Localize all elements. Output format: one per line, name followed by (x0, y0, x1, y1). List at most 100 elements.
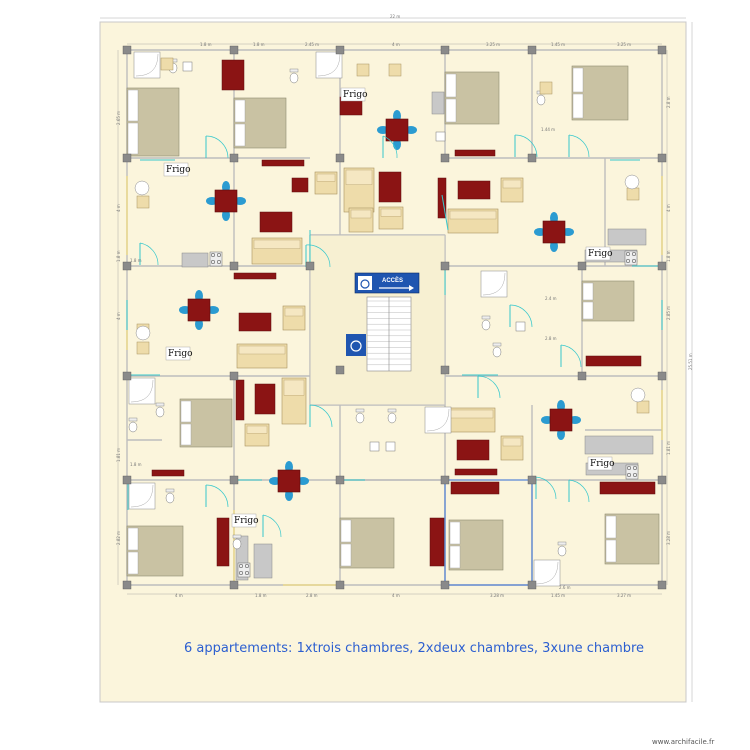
table-icon (277, 469, 301, 493)
pillar-icon (229, 580, 239, 590)
dimension-label-top: 4 m (392, 42, 400, 47)
red-furniture-icon (450, 481, 500, 495)
dimension-label-inner: 1.44 m (541, 127, 555, 132)
pillow-icon (340, 543, 352, 567)
toilet-tank (289, 68, 299, 73)
door-swing-icon (309, 404, 333, 428)
dimension-label-inner: 1.8 m (130, 258, 142, 263)
sofa-back (284, 307, 304, 317)
pillar-icon (527, 580, 537, 590)
pillar-icon (229, 371, 239, 381)
dimension-label-bottom: 4 m (392, 593, 400, 598)
stove-icon (625, 464, 639, 480)
red-furniture-icon (456, 439, 490, 461)
table-icon (214, 189, 238, 213)
burner-icon (216, 252, 222, 258)
table-icon (549, 408, 573, 432)
toilet-icon (165, 492, 175, 504)
door-swing-icon (139, 242, 159, 266)
fridge-label: Frigo (234, 516, 259, 526)
burner-icon (210, 252, 216, 258)
pillar-icon (657, 580, 667, 590)
dimension-label-inner: 2.4 m (545, 296, 557, 301)
toilet-tank (232, 534, 242, 539)
dimension-label-inner: 2.6 m (559, 585, 571, 590)
dimension-label-left: 4 m (116, 312, 121, 320)
door-swing-icon (560, 344, 582, 368)
door-swing-icon (205, 484, 229, 508)
toilet-tank (481, 315, 491, 320)
pillar-icon (335, 153, 345, 163)
burner-icon (210, 259, 216, 265)
sofa-back (238, 345, 286, 355)
pillow-icon (445, 73, 457, 98)
door-swing-icon (509, 304, 533, 328)
pillar-icon (440, 475, 450, 485)
fridge-label: Frigo (588, 249, 613, 259)
toilet-tank (387, 408, 397, 413)
burner-icon (238, 570, 244, 576)
red-furniture-icon (457, 180, 491, 200)
fridge-icon (340, 87, 366, 102)
sofa-back (316, 173, 336, 182)
access-sign-label: ACCÈS (382, 276, 403, 284)
pillow-icon (127, 89, 139, 122)
red-furniture-icon (221, 59, 245, 91)
dimension-label-top: 2.45 m (305, 42, 319, 47)
chair-icon (539, 81, 553, 95)
red-furniture-icon (291, 177, 309, 193)
fridge-icon (163, 162, 189, 177)
red-furniture-icon (261, 159, 305, 167)
sofa-back (345, 169, 373, 185)
pillar-icon (122, 475, 132, 485)
pillow-icon (180, 400, 192, 423)
pillar-icon (229, 475, 239, 485)
shower-icon (133, 51, 161, 79)
sofa-back (502, 179, 522, 189)
sink-icon (385, 441, 396, 452)
pillar-icon (657, 475, 667, 485)
pillar-icon (527, 475, 537, 485)
red-furniture-icon (233, 272, 277, 280)
round-table-icon (134, 180, 150, 196)
table-icon (542, 220, 566, 244)
toilet-icon (557, 545, 567, 557)
toilet-tank (355, 408, 365, 413)
burner-icon (626, 472, 632, 478)
toilet-tank (557, 541, 567, 546)
pillar-icon (122, 371, 132, 381)
chair-icon (136, 195, 150, 209)
red-furniture-icon (259, 211, 293, 233)
pillar-icon (527, 45, 537, 55)
pillar-icon (335, 365, 345, 375)
burner-icon (631, 251, 637, 257)
pillar-icon (657, 45, 667, 55)
fridge-label: Frigo (166, 165, 191, 175)
toilet-icon (387, 412, 397, 424)
burner-icon (238, 563, 244, 569)
wheelchair-sign (346, 334, 366, 356)
burner-icon (244, 570, 250, 576)
kitchen-counter-icon (253, 543, 273, 579)
shower-icon (533, 559, 561, 587)
pillow-icon (234, 99, 246, 123)
table-icon (385, 118, 409, 142)
toilet-tank (155, 402, 165, 407)
dimension-label-top: 1.45 m (551, 42, 565, 47)
arrow-right-icon (409, 285, 414, 291)
pillow-icon (605, 539, 617, 563)
pillar-icon (229, 153, 239, 163)
chair-icon (626, 187, 640, 201)
chair-icon (160, 57, 174, 71)
round-table-icon (135, 325, 151, 341)
red-furniture-icon (254, 383, 276, 415)
pillow-icon (449, 545, 461, 569)
toilet-icon (232, 538, 242, 550)
fridge-label: Frigo (168, 349, 193, 359)
pillar-icon (122, 580, 132, 590)
pillow-icon (582, 301, 594, 320)
dimension-label-right: 3.28 m (666, 531, 671, 545)
sofa-back (380, 208, 402, 217)
pillow-icon (445, 98, 457, 123)
dimension-label-top: 3.25 m (617, 42, 631, 47)
